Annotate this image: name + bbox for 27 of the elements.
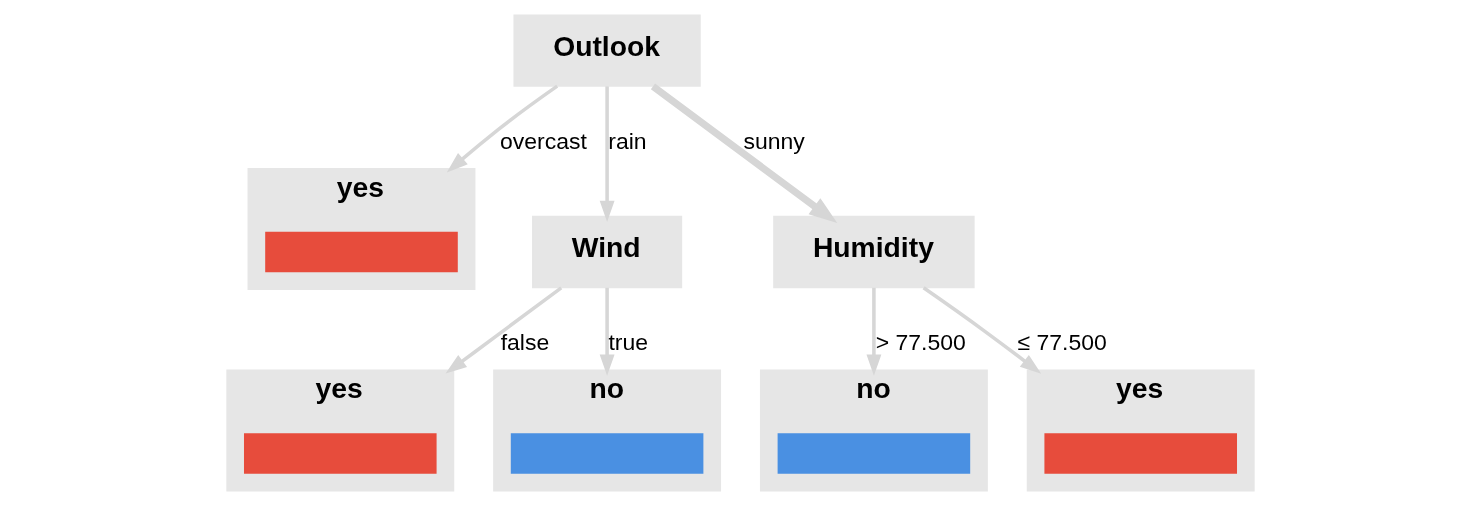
edge-label: false: [500, 328, 549, 355]
node-bar: [1043, 433, 1237, 474]
edge-label: rain: [607, 127, 647, 154]
cluster: no: [492, 369, 721, 492]
edge-label: true: [608, 328, 648, 355]
node-bar: [243, 433, 437, 474]
arrow: [446, 84, 558, 173]
node-box: Humidity: [772, 215, 975, 289]
cluster: yes: [247, 168, 475, 291]
cluster: no: [759, 369, 988, 492]
arrow: [650, 83, 837, 224]
edge-label: sunny: [742, 127, 805, 154]
node-bar: [264, 231, 458, 273]
edge-label: > 77.500: [875, 328, 966, 355]
edge-label: ≤ 77.500: [1016, 328, 1107, 355]
node-box: Outlook: [512, 14, 701, 87]
cluster: yes: [225, 369, 454, 492]
node-bar: [777, 433, 970, 474]
arrow: [922, 286, 1041, 374]
arrow: [865, 287, 881, 376]
node-box: Wind: [531, 215, 682, 289]
arrow: [599, 287, 615, 376]
node-bar: [510, 433, 703, 474]
arrow: [599, 86, 615, 223]
cluster: yes: [1026, 369, 1255, 492]
edge-label: overcast: [499, 127, 587, 154]
arrow: [445, 286, 562, 374]
